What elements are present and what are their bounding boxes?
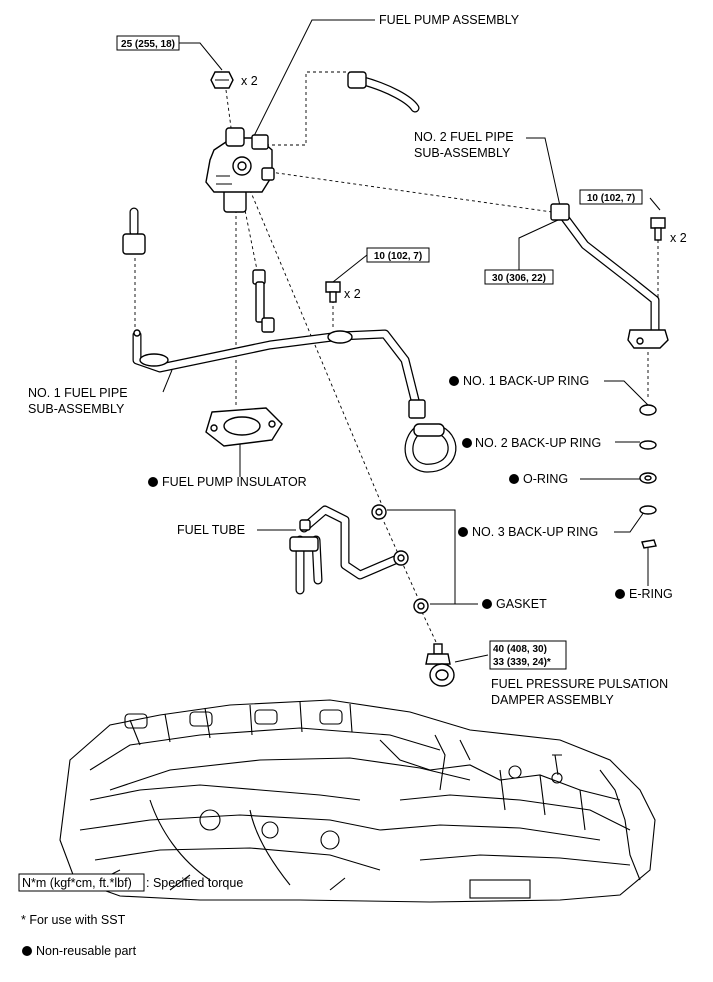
- engine-illustration: [59, 699, 656, 903]
- label-damper-2: DAMPER ASSEMBLY: [491, 693, 614, 707]
- torque-box-pipe2-bolt: 10 (102, 7): [579, 189, 643, 205]
- fuel-pump-assembly: [205, 127, 275, 213]
- pump-nut: [210, 71, 234, 89]
- nonreusable-marker: [509, 474, 519, 484]
- pipe-fitting-left: [122, 207, 146, 255]
- torque-pipe1-bolt: 10 (102, 7): [374, 251, 422, 262]
- label-gasket: GASKET: [496, 597, 547, 611]
- pipe1-bolt: [325, 281, 341, 303]
- nonreusable-marker: [458, 527, 468, 537]
- legend-nonreusable: Non-reusable part: [36, 944, 137, 958]
- label-damper-1: FUEL PRESSURE PULSATION: [491, 677, 668, 691]
- torque-box-pipe2-union: 30 (306, 22): [484, 269, 554, 285]
- qty-pipe1-bolt: x 2: [344, 287, 361, 301]
- torque-damper-line2: 33 (339, 24)*: [493, 657, 551, 668]
- qty-pipe2-bolt: x 2: [670, 231, 687, 245]
- label-o-ring: O-RING: [523, 472, 568, 486]
- torque-box-damper: 40 (408, 30) 33 (339, 24)*: [489, 640, 567, 670]
- legend-torque-units: N*m (kgf*cm, ft.*lbf): [22, 876, 132, 890]
- nonreusable-marker: [148, 477, 158, 487]
- label-fuel-pump-insulator: FUEL PUMP INSULATOR: [162, 475, 307, 489]
- label-no1-fuel-pipe-1: NO. 1 FUEL PIPE: [28, 386, 128, 400]
- fuel-tube: [289, 505, 409, 595]
- nonreusable-marker: [22, 946, 32, 956]
- no1-fuel-pipe: [132, 329, 457, 473]
- no2-fuel-pipe: [550, 203, 669, 349]
- torque-pipe2-union: 30 (306, 22): [492, 273, 546, 284]
- torque-pipe2-bolt: 10 (102, 7): [587, 193, 635, 204]
- label-fuel-tube: FUEL TUBE: [177, 523, 245, 537]
- torque-damper-line1: 40 (408, 30): [493, 644, 547, 655]
- label-e-ring: E-RING: [629, 587, 673, 601]
- nonreusable-marker: [462, 438, 472, 448]
- label-no2-fuel-pipe-1: NO. 2 FUEL PIPE: [414, 130, 514, 144]
- qty-pump-nut: x 2: [241, 74, 258, 88]
- pulsation-damper: [425, 643, 455, 687]
- nonreusable-marker: [449, 376, 459, 386]
- label-no1-backup-ring: NO. 1 BACK-UP RING: [463, 374, 589, 388]
- pump-lifter: [252, 269, 275, 333]
- legend-torque-box: [18, 873, 145, 892]
- label-no2-fuel-pipe-2: SUB-ASSEMBLY: [414, 146, 511, 160]
- nonreusable-marker: [615, 589, 625, 599]
- fuel-hose: [347, 71, 420, 113]
- nonreusable-marker: [482, 599, 492, 609]
- legend-sst-note: * For use with SST: [21, 913, 126, 927]
- label-fuel-pump-assembly: FUEL PUMP ASSEMBLY: [379, 13, 520, 27]
- torque-pump-nut: 25 (255, 18): [121, 39, 175, 50]
- label-no2-backup-ring: NO. 2 BACK-UP RING: [475, 436, 601, 450]
- torque-box-pipe1-bolt: 10 (102, 7): [366, 247, 430, 263]
- label-no3-backup-ring: NO. 3 BACK-UP RING: [472, 525, 598, 539]
- label-no1-fuel-pipe-2: SUB-ASSEMBLY: [28, 402, 125, 416]
- torque-box-pump-nut: 25 (255, 18): [116, 35, 180, 51]
- pipe2-bolt: [650, 217, 666, 241]
- fuel-pump-insulator: [205, 407, 283, 447]
- leader-lines: [134, 19, 661, 663]
- rings: [371, 404, 657, 614]
- legend: N*m (kgf*cm, ft.*lbf) : Specified torque…: [18, 873, 243, 958]
- legend-torque-desc: : Specified torque: [146, 876, 243, 890]
